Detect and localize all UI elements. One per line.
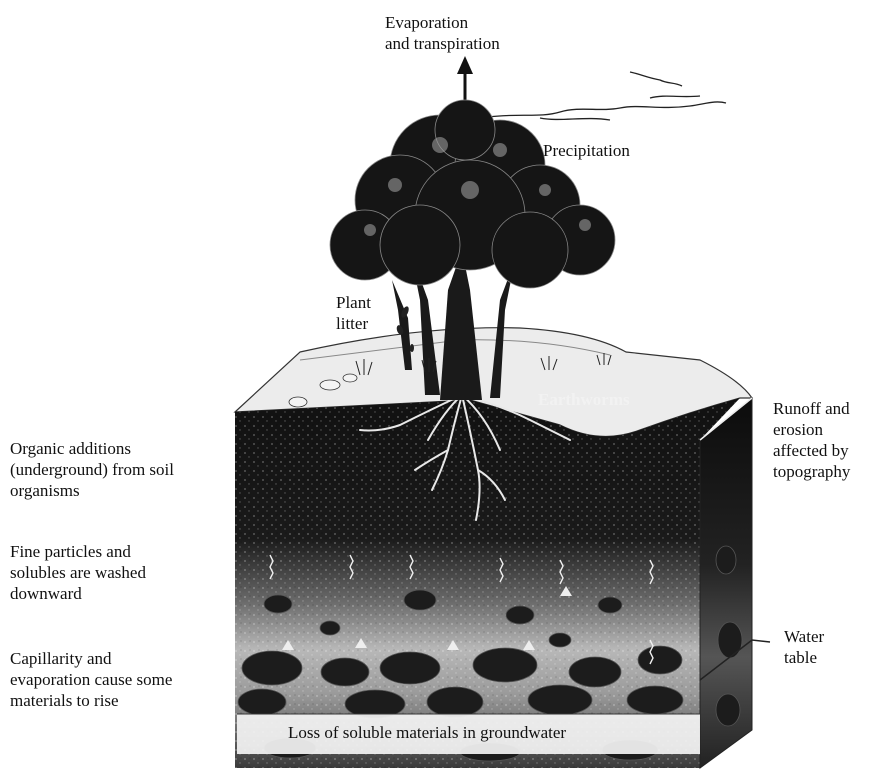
runoff-label: Runoff and erosion affected by topograph… — [773, 398, 850, 482]
earthworms-label: Earthworms — [538, 389, 630, 410]
evaporation-label: Evaporation and transpiration — [385, 12, 500, 54]
fine-particles-label: Fine particles and solubles are washed d… — [10, 541, 146, 604]
precipitation-label: Precipitation — [543, 140, 630, 161]
organic-additions-label: Organic additions (underground) from soi… — [10, 438, 174, 501]
capillarity-label: Capillarity and evaporation cause some m… — [10, 648, 172, 711]
groundwater-loss-label: Loss of soluble materials in groundwater — [288, 722, 566, 743]
water-table-label: Water table — [784, 626, 824, 668]
plant-litter-label: Plant litter — [336, 292, 371, 334]
cloud-icon — [488, 72, 726, 120]
